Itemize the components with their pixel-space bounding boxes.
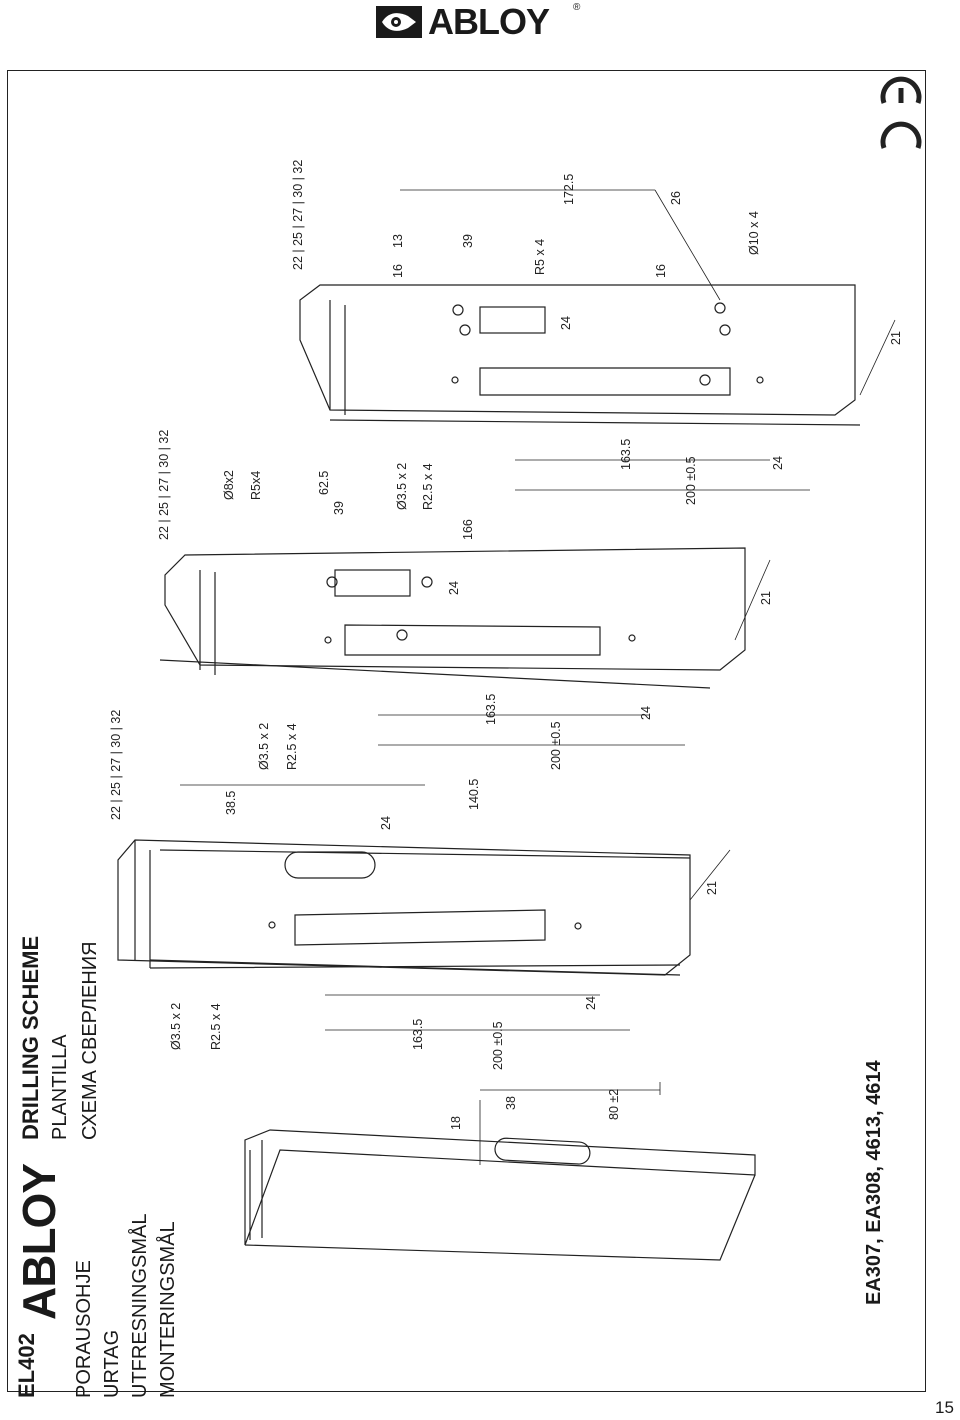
dim-62-5: 62.5 [317,470,331,495]
dim-38: 38 [504,1096,518,1110]
profile-1 [244,1129,756,1261]
dim-163-p4: 163.5 [619,438,633,470]
dim-166: 166 [461,519,475,540]
dim-200-p3: 200 ±0.5 [549,721,563,770]
dim-200-p4: 200 ±0.5 [684,456,698,505]
ce-mark [880,76,922,149]
dim-163-p3: 163.5 [484,693,498,725]
dim-39-p3: 39 [332,501,346,515]
dim-widths-2: 22 | 25 | 27 | 30 | 32 [157,429,171,540]
dim-26: 26 [669,191,683,205]
dim-radius-p2: R2.5 x 4 [209,1003,223,1050]
dim-16b: 16 [654,264,668,278]
dim-24c-p4: 24 [559,316,573,330]
dim-8x2: Ø8x2 [222,470,236,500]
profile-4 [299,284,861,426]
dim-widths-1: 22 | 25 | 27 | 30 | 32 [109,709,123,820]
abloy-logo [376,6,422,38]
title-en: DRILLING SCHEME [18,935,43,1140]
dim-140-5: 140.5 [467,778,481,810]
title-fi: PORAUSOHJE [73,1260,95,1398]
dim-radius-p4: R2.5 x 4 [421,463,435,510]
dim-39-p4: 39 [461,234,475,248]
dim-13: 13 [391,234,405,248]
title-se: UTFRESNINGSMÅL [129,1213,151,1398]
title-dk: MONTERINGSMÅL [157,1221,179,1398]
dim-radius-p3: R2.5 x 4 [285,723,299,770]
registered-mark: ® [573,2,581,13]
dim-hole-p3: Ø3.5 x 2 [257,722,271,770]
dim-21-p4: 21 [889,331,903,345]
dim-172-5: 172.5 [562,173,576,205]
profile-3 [159,547,746,689]
dim-200-p2: 200 ±0.5 [491,1021,505,1070]
dim-163-p2: 163.5 [411,1018,425,1050]
dim-21-p2: 21 [705,881,719,895]
models-label: EA307, EA308, 4613, 4614 [863,1060,885,1305]
dim-80: 80 ±2 [607,1088,621,1120]
dim-hole-p2: Ø3.5 x 2 [169,1002,183,1050]
title-es: PLANTILLA [49,1034,71,1140]
dim-24c-p3: 24 [447,581,461,595]
dim-r5x4-p3: R5x4 [249,470,263,500]
title-no: URTAG [101,1329,123,1398]
dim-24-p3: 24 [639,706,653,720]
dim-24-p4: 24 [771,456,785,470]
product-code: EL402 [14,1333,39,1398]
page-number: 15 [935,1398,954,1417]
brand-wordmark-side: ABLOY [13,1164,65,1320]
dim-24-p2: 24 [584,996,598,1010]
title-ru: СХЕМА СВЕРЛЕНИЯ [79,941,101,1140]
brand-wordmark: ABLOY [428,1,550,42]
dim-r5x4-p4: R5 x 4 [533,238,547,275]
dim-10x4: Ø10 x 4 [747,211,761,255]
drawing-frame [7,70,926,1392]
dim-24b-p2: 24 [379,816,393,830]
dim-16a: 16 [391,264,405,278]
dim-21-p3: 21 [759,591,773,605]
dim-widths-3: 22 | 25 | 27 | 30 | 32 [291,159,305,270]
dim-38-5: 38.5 [224,790,238,815]
dim-hole-p4: Ø3.5 x 2 [395,462,409,510]
profile-2 [117,839,691,976]
dim-18: 18 [449,1116,463,1130]
